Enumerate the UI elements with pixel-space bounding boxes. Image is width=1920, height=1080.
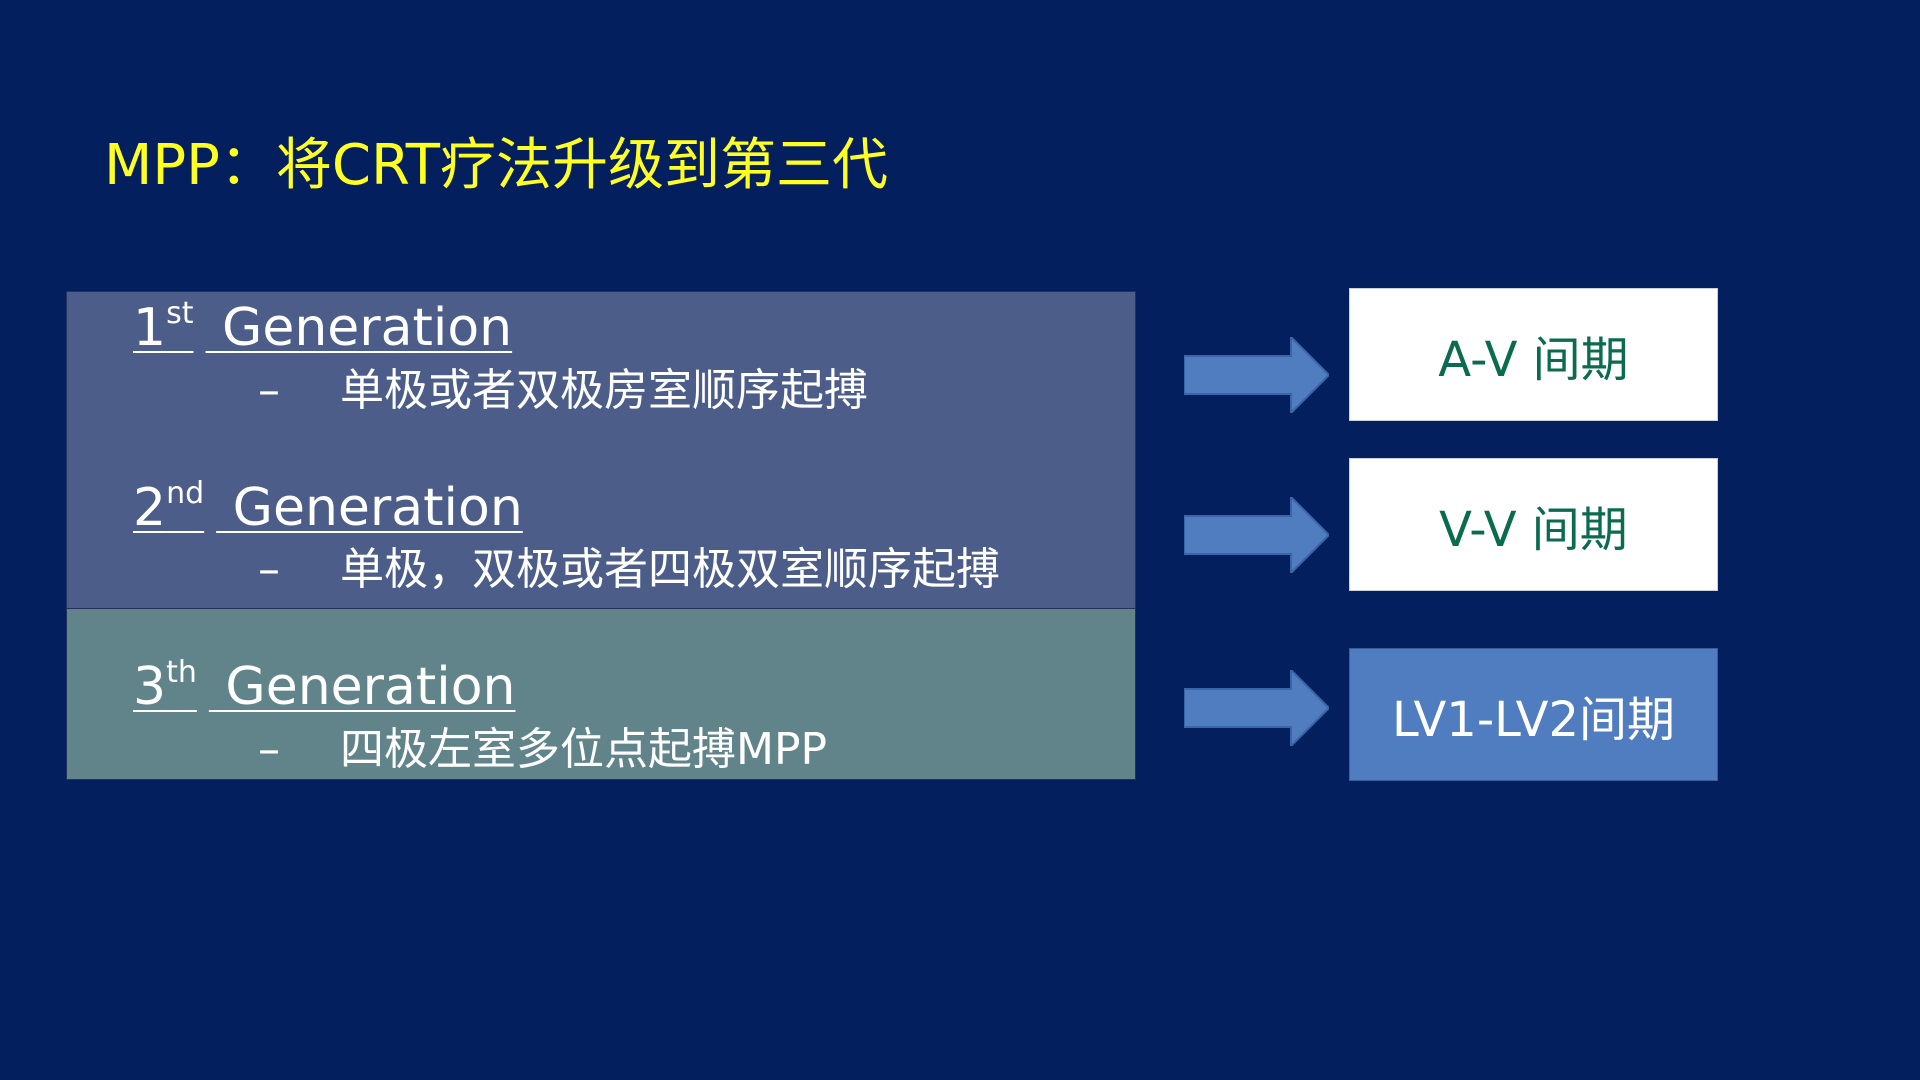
bullet-dash: –	[258, 724, 280, 775]
generation-3-superscript: th	[166, 655, 197, 690]
vv-interval-box: V-V 间期	[1349, 458, 1718, 591]
generation-2-description: –单极，双极或者四极双室顺序起搏	[258, 544, 1000, 595]
right-arrow-icon	[1184, 337, 1329, 413]
generation-1-superscript: st	[166, 296, 194, 331]
right-arrow-icon	[1184, 670, 1329, 746]
slide-title: MPP：将CRT疗法升级到第三代	[104, 133, 888, 198]
generation-3-heading: 3th Generation	[133, 655, 516, 717]
generation-1-description: –单极或者双极房室顺序起搏	[258, 365, 868, 416]
generation-1-2-panel	[66, 291, 1136, 609]
generation-2-superscript: nd	[166, 476, 205, 511]
bullet-dash: –	[258, 365, 280, 416]
av-interval-box: A-V 间期	[1349, 288, 1718, 421]
generation-2-heading: 2nd Generation	[133, 476, 523, 538]
generation-3-description: –四极左室多位点起搏MPP	[258, 724, 828, 775]
lv1-lv2-interval-box: LV1-LV2间期	[1349, 648, 1718, 781]
generation-1-heading: 1st Generation	[133, 296, 513, 358]
generation-3-panel	[66, 608, 1136, 780]
right-arrow-icon	[1184, 497, 1329, 573]
bullet-dash: –	[258, 544, 280, 595]
